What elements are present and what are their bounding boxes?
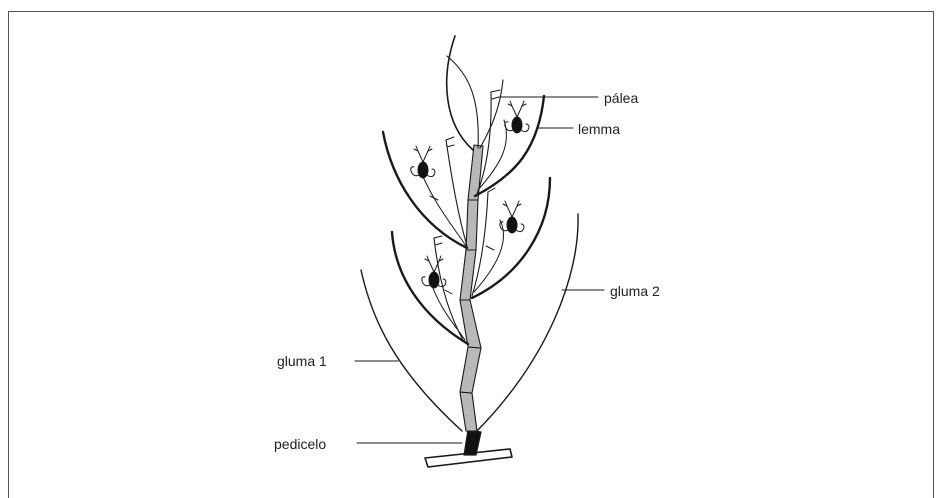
- lemma-top: [447, 36, 473, 150]
- flower-upper-left: [411, 146, 435, 178]
- label-gluma-1: gluma 1: [277, 353, 327, 369]
- label-gluma-2: gluma 2: [610, 283, 660, 299]
- flower-upper-right: [505, 101, 529, 133]
- gluma-2: [474, 214, 578, 434]
- label-lemma: lemma: [578, 121, 620, 137]
- pedicel: [464, 430, 481, 455]
- label-palea: pálea: [604, 90, 638, 106]
- flower-lower-right: [500, 201, 524, 233]
- label-pedicelo: pedicelo: [274, 436, 326, 452]
- gluma-1: [361, 270, 462, 431]
